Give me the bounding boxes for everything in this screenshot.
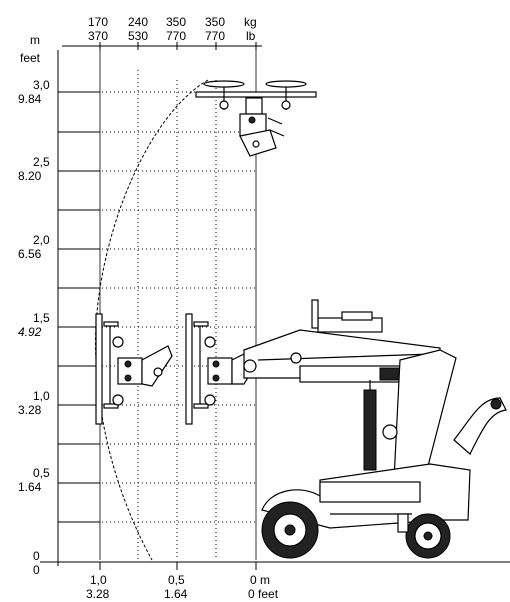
lifting-machine [243,299,507,559]
load-col-1-lb: 370 [88,29,108,43]
y-axis-labels: 3,0 9.84 2,5 8.20 2,0 6.56 1,5 4.92 1,0 … [18,78,50,577]
y-tick-3-0-metric: 3,0 [33,78,50,92]
y-tick-1-0-metric: 1,0 [33,389,50,403]
x-tick-1-0-imperial: 3.28 [86,587,110,601]
load-col-4-lb: 770 [205,29,225,43]
x-tick-0-metric: 0 m [250,573,270,587]
y-tick-0-metric: 0 [33,549,40,563]
load-col-4-kg: 350 [205,15,225,29]
x-tick-0-imperial: 0 feet [248,587,279,601]
y-tick-3-0-imperial: 9.84 [18,92,42,106]
x-axis-labels: 1,0 3.28 0,5 1.64 0 m 0 feet [86,573,279,601]
y-unit-imperial: feet [20,51,41,65]
load-col-1-kg: 170 [88,15,108,29]
bottom-axis [40,561,510,570]
y-tick-2-5-imperial: 8.20 [18,169,42,183]
y-tick-0-5-imperial: 1.64 [18,480,42,494]
y-tick-2-0-imperial: 6.56 [18,247,42,261]
load-col-3-lb: 770 [166,29,186,43]
y-tick-2-5-metric: 2,5 [33,155,50,169]
y-tick-1-5-metric: 1,5 [33,311,50,325]
y-tick-1-0-imperial: 3.28 [18,403,42,417]
y-tick-0-imperial: 0 [33,563,40,577]
load-unit-lb: lb [246,29,256,43]
x-tick-0-5-imperial: 1.64 [164,587,188,601]
y-tick-2-0-metric: 2,0 [33,233,50,247]
load-col-2-kg: 240 [128,15,148,29]
x-tick-0-5-metric: 0,5 [168,573,185,587]
horizontal-grid [58,91,256,523]
load-unit-kg: kg [244,15,257,29]
suction-frame-top [195,80,317,157]
y-tick-0-5-metric: 0,5 [33,466,50,480]
load-col-3-kg: 350 [166,15,186,29]
y-unit-metric: m [30,33,40,47]
load-col-2-lb: 530 [128,29,148,43]
y-tick-1-5-imperial: 4.92 [18,325,42,339]
load-column-labels: 170 370 240 530 350 770 350 770 [88,15,225,43]
x-tick-1-0-metric: 1,0 [90,573,107,587]
top-axis [62,42,262,50]
suction-frame-left [95,313,173,425]
